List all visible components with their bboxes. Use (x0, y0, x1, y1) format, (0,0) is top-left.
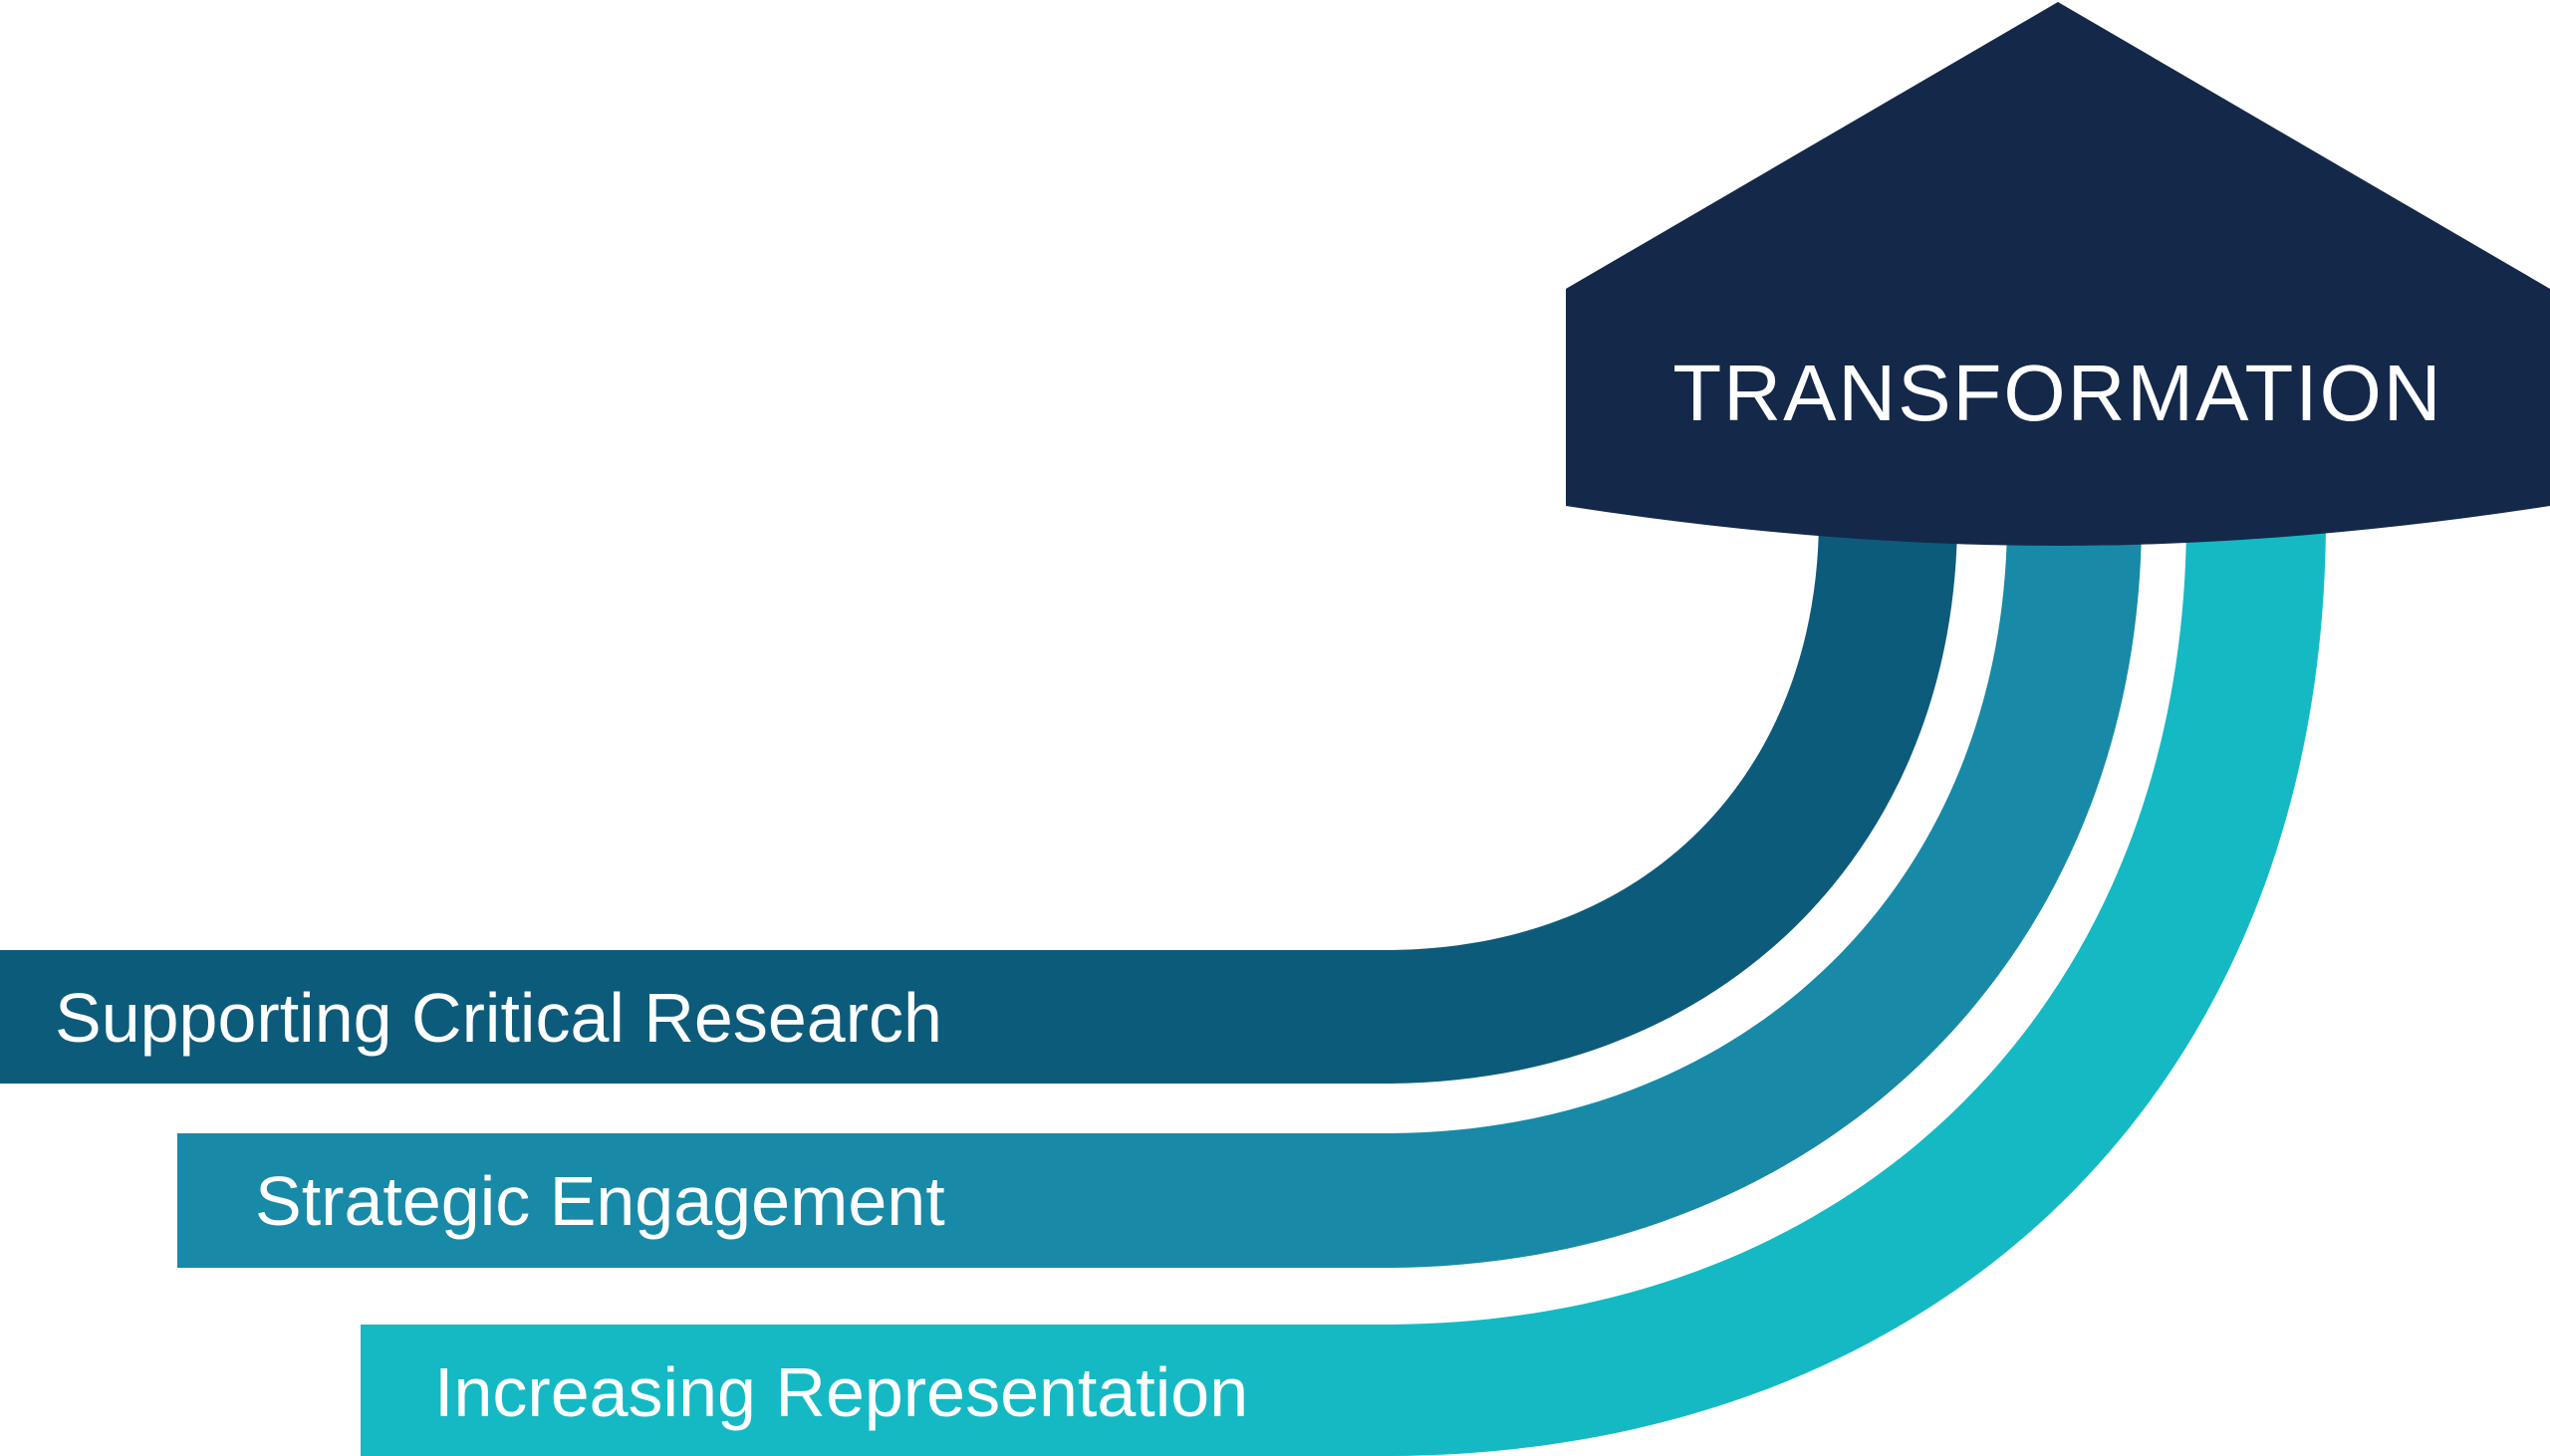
band-label-strategic-engagement: Strategic Engagement (255, 1162, 945, 1240)
arrow-title: TRANSFORMATION (1672, 349, 2442, 437)
band-supporting-critical-research (0, 518, 1957, 1084)
band-strategic-engagement (177, 518, 2142, 1268)
arrow-head (1566, 2, 2550, 546)
band-label-supporting-critical-research: Supporting Critical Research (55, 979, 942, 1057)
band-label-increasing-representation: Increasing Representation (434, 1353, 1248, 1431)
band-increasing-representation (361, 518, 2326, 1456)
